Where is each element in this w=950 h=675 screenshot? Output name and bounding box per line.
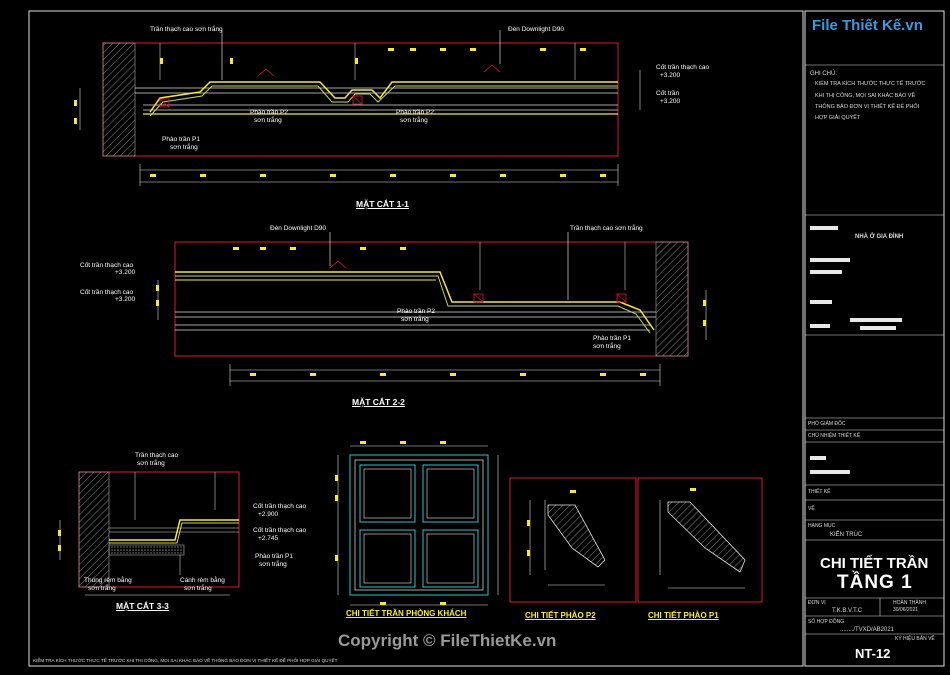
unit-value: T.K.B.V.T.C	[832, 608, 863, 614]
s2-p2-line1: Phào trần P2	[397, 308, 435, 315]
s2-p2-line2: sơn trắng	[401, 316, 429, 323]
p2-detail-title: CHI TIẾT PHÀO P2	[525, 611, 596, 620]
s1-level-label-b: Cốt trần	[656, 90, 680, 97]
s1-p2a-line2: sơn trắng	[254, 117, 282, 124]
section-3-3	[59, 471, 240, 596]
s2-level-a: +3.200	[115, 269, 136, 276]
s3-right-line1: Cánh rèm bằng	[180, 577, 225, 584]
section-2-2	[157, 232, 707, 386]
s3-level-label-a: Cốt trần thạch cao	[253, 503, 307, 510]
living-room-grid	[337, 445, 499, 606]
s1-downlight-label: Đèn Downlight D90	[508, 26, 565, 33]
category-label: HẠNG MỤC	[808, 523, 836, 529]
s2-level-b: +3.200	[115, 296, 136, 303]
redacted-bar	[810, 456, 826, 460]
date-value: 30/06/2021	[893, 607, 919, 613]
titleblock-lines	[805, 64, 944, 635]
s1-p2a-line1: Phào trần P2	[250, 109, 288, 116]
s3-left-line1: Thùng rèm bằng	[84, 577, 132, 584]
p1-detail-title: CHI TIẾT PHÀO P1	[648, 611, 719, 620]
redacted-bar	[810, 258, 850, 262]
dimension-markers	[58, 48, 706, 605]
s1-p1-line2: sơn trắng	[170, 144, 198, 151]
notes-line-2: KHI THI CÔNG, MỌI SAI KHÁC BÁO VỀ	[815, 93, 916, 99]
notes-line-1: KIỂM TRA KÍCH THƯỚC THỰC TẾ TRƯỚC	[815, 81, 926, 87]
titleblock-frame	[804, 10, 945, 667]
s2-title: MẶT CẮT 2-2	[352, 397, 405, 407]
sign-label: KÝ HIỆU BẢN VẼ	[895, 636, 935, 642]
s3-p1-line2: sơn trắng	[259, 561, 287, 568]
s3-level-label-b: Cốt trần thạch cao	[253, 527, 307, 534]
s1-p2b-line2: sơn trắng	[400, 117, 428, 124]
redacted-bar	[810, 226, 838, 230]
s3-level-b: +2.745	[258, 535, 279, 542]
s3-p1-line1: Phào trần P1	[255, 553, 293, 560]
sheet-title-line1: CHI TIẾT TRẦN	[820, 555, 929, 572]
footer-note: KIỂM TRA KÍCH THƯỚC THỰC TẾ TRƯỚC KHI TH…	[33, 658, 338, 663]
sheet-number: NT-12	[855, 646, 891, 661]
project-name: NHÀ Ở GIA ĐÌNH	[855, 234, 904, 240]
contract-label: SỐ HỢP ĐỒNG	[808, 619, 845, 625]
contract-value: ......../TVXD/AB2021	[840, 627, 895, 633]
s2-downlight-label: Đèn Downlight D90	[270, 225, 327, 232]
redacted-bar	[810, 300, 832, 304]
s3-left-line2: sơn trắng	[88, 585, 116, 592]
living-room-title: CHI TIẾT TRẦN PHÒNG KHÁCH	[346, 609, 467, 618]
notes-line-3: THÔNG BÁO ĐƠN VỊ THIẾT KẾ ĐỂ PHỐI	[815, 104, 920, 110]
check-label: VẼ	[808, 506, 815, 512]
s3-ceiling-line2: sơn trắng	[137, 460, 165, 467]
logo[interactable]: File Thiết Kế.vn	[812, 17, 923, 34]
s3-level-a: +2.900	[258, 511, 279, 518]
notes-heading: GHI CHÚ:	[810, 71, 837, 77]
s3-title: MẶT CẮT 3-3	[116, 601, 169, 611]
moulding-detail-p1	[637, 477, 763, 603]
s2-ceiling-label: Trần thạch cao sơn trắng	[570, 225, 643, 232]
chief-label: CHỦ NHIỆM THIẾT KẾ	[808, 433, 861, 439]
design-label: THIẾT KẾ	[808, 489, 831, 495]
s2-p1-line2: sơn trắng	[593, 343, 621, 350]
redacted-bar	[850, 318, 902, 322]
redacted-bar	[810, 270, 842, 274]
deputy-label: PHÓ GIÁM ĐỐC	[808, 421, 846, 427]
watermark: Copyright © FileThietKe.vn	[338, 631, 557, 650]
notes-line-4: HỢP GIẢI QUYẾT	[815, 115, 861, 121]
s1-level-label-a: Cốt trần thạch cao	[656, 64, 710, 71]
moulding-detail-p2	[509, 477, 637, 603]
s2-p1-line1: Phào trần P1	[593, 335, 631, 342]
s2-level-label-b: Cốt trần thạch cao	[80, 289, 134, 296]
s1-ceiling-label: Trần thạch cao sơn trắng	[150, 26, 223, 33]
date-label: HOÀN THÀNH	[893, 600, 926, 606]
section-1-1	[79, 30, 641, 186]
redacted-bar	[860, 326, 896, 330]
s1-p2b-line1: Phào trần P2	[396, 109, 434, 116]
s3-right-line2: sơn trắng	[184, 585, 212, 592]
s2-level-label-a: Cốt trần thạch cao	[80, 262, 134, 269]
s1-level-a: +3.200	[660, 72, 681, 79]
unit-label: ĐƠN VỊ	[808, 600, 826, 606]
s1-title: MẶT CẮT 1-1	[356, 199, 409, 209]
sheet-title-line2: TẦNG 1	[837, 572, 913, 593]
s1-level-b: +3.200	[660, 98, 681, 105]
s1-p1-line1: Phào trần P1	[162, 136, 200, 143]
drawing-frame	[28, 10, 804, 667]
category-value: KIẾN TRÚC	[830, 532, 863, 538]
redacted-bar	[810, 470, 850, 474]
s3-ceiling-line1: Trần thạch cao	[135, 452, 179, 459]
redacted-bar	[810, 324, 830, 328]
